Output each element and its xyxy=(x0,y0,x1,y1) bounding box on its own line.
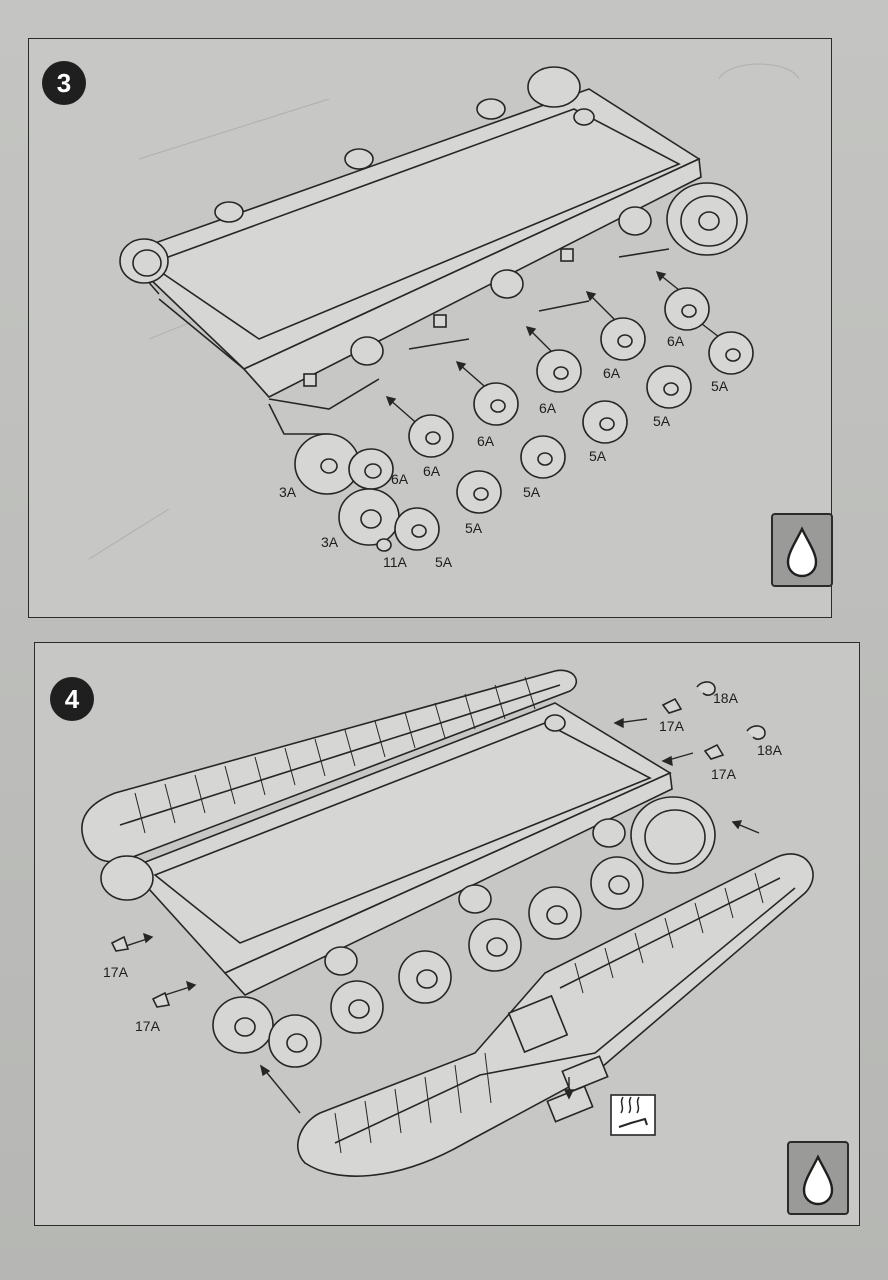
step-4-panel: 4 xyxy=(34,642,860,1226)
part-label: 11A xyxy=(383,554,408,570)
part-label: 17A xyxy=(103,964,129,980)
part-label: 5A xyxy=(435,554,453,570)
part-label: 5A xyxy=(523,484,541,500)
mounted-wheels xyxy=(212,818,644,1068)
suspension-arms xyxy=(268,206,670,435)
small-parts xyxy=(110,681,766,1008)
part-label: 17A xyxy=(659,718,685,734)
step-4-diagram: 18A 17A 18A 17A 17A 17A xyxy=(81,669,814,1177)
glue-drop-icon xyxy=(802,1154,834,1206)
part-label: 3A xyxy=(321,534,339,550)
heat-bend-icon xyxy=(610,1094,656,1136)
part-label: 17A xyxy=(135,1018,161,1034)
part-label: 6A xyxy=(423,463,441,479)
part-label: 6A xyxy=(391,471,409,487)
lower-track xyxy=(296,853,814,1177)
part-label: 17A xyxy=(711,766,737,782)
upper-track xyxy=(81,669,578,863)
part-label: 6A xyxy=(477,433,495,449)
hull-step-4 xyxy=(100,702,716,996)
glue-icon-box xyxy=(771,513,833,587)
step-3-number: 3 xyxy=(42,61,86,105)
part-label: 18A xyxy=(713,690,739,706)
part-label: 5A xyxy=(653,413,671,429)
step-3-diagram: 3A 3A 11A 5A 6A 6A 5A 6A 5A 6A 5A 6A 5A … xyxy=(88,63,800,570)
part-label: 6A xyxy=(667,333,685,349)
part-label: 5A xyxy=(711,378,729,394)
part-label: 18A xyxy=(757,742,783,758)
step-3-panel: 3 xyxy=(28,38,833,618)
assembly-arrows xyxy=(119,717,760,1114)
part-labels-step-4: 18A 17A 18A 17A 17A 17A xyxy=(103,690,783,1034)
part-labels-step-3: 3A 3A 11A 5A 6A 6A 5A 6A 5A 6A 5A 6A 5A … xyxy=(279,333,729,570)
hull-step-3 xyxy=(119,66,748,398)
glue-icon-box xyxy=(787,1141,849,1215)
part-label: 6A xyxy=(539,400,557,416)
step-4-number: 4 xyxy=(50,677,94,721)
part-label: 6A xyxy=(603,365,621,381)
part-label: 5A xyxy=(465,520,483,536)
glue-drop-icon xyxy=(786,526,818,578)
wheel-set xyxy=(294,287,754,552)
part-label: 5A xyxy=(589,448,607,464)
part-label: 3A xyxy=(279,484,297,500)
